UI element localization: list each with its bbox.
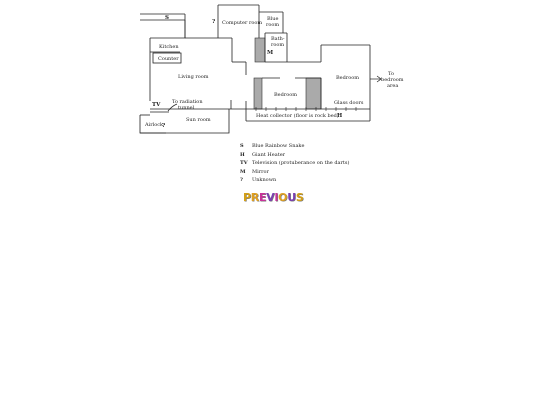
label-living-room: Living room: [178, 74, 209, 80]
label-blue-room-line1: Blue: [267, 16, 278, 22]
label-to-bedrooms-line2: bedroom: [381, 77, 404, 83]
bedroom-left-block: [253, 77, 263, 110]
marker-mirror: M: [267, 50, 273, 56]
legend-key: S: [240, 143, 244, 149]
legend-row-snake: S Blue Rainbow Snake: [240, 142, 349, 151]
label-sun-room: Sun room: [186, 117, 211, 123]
label-to-bedrooms-line3: area: [387, 83, 398, 89]
label-heat-collector: Heat collector (floor is rock bed): [256, 112, 339, 119]
marker-unknown-computer: ?: [212, 19, 215, 25]
label-bedroom-right: Bedroom: [336, 75, 359, 81]
label-airlock: Airlock: [144, 122, 164, 128]
previous-letter: I: [274, 191, 279, 204]
legend-row-unknown: ? Unknown: [240, 176, 349, 185]
previous-letter: R: [250, 191, 259, 204]
bathroom-wall-block: [254, 37, 266, 63]
legend-text: Unknown: [252, 177, 277, 183]
bedroom-right-block: [305, 77, 322, 110]
label-computer-room: Computer room: [222, 20, 262, 26]
legend-text: Television (protuberance on the darts): [252, 160, 350, 166]
label-blue-room-line2: room: [266, 22, 279, 28]
legend-key: M: [240, 168, 246, 175]
shaded-areas: [253, 37, 322, 110]
legend-row-mirror: M Mirror: [240, 168, 349, 177]
label-kitchen: Kitchen: [159, 44, 179, 50]
previous-button[interactable]: PREVIOUS: [243, 191, 304, 204]
legend: S Blue Rainbow Snake H Giant Heater TV T…: [240, 142, 349, 185]
label-bedroom-center: Bedroom: [274, 92, 297, 98]
label-bathroom-line1: Bath-: [271, 36, 285, 42]
label-to-bedrooms-line1: To: [388, 71, 394, 77]
previous-letter: P: [243, 191, 251, 204]
legend-row-tv: TV Television (protuberance on the darts…: [240, 159, 349, 168]
arrow-to-radiation-tunnel: [167, 103, 178, 112]
marker-snake: S: [165, 15, 169, 21]
legend-row-heater: H Giant Heater: [240, 151, 349, 160]
legend-key: ?: [240, 177, 243, 183]
label-glass-doors: Glass doors: [334, 100, 364, 106]
previous-letter: U: [287, 191, 296, 204]
arrows: [167, 75, 382, 112]
previous-letter: V: [266, 191, 275, 204]
legend-key: H: [240, 151, 245, 158]
previous-letter: O: [278, 191, 288, 204]
previous-letter: E: [258, 191, 267, 204]
previous-letter: S: [295, 191, 304, 204]
label-to-radiation-line1: To radiation: [172, 99, 203, 105]
label-to-radiation-line2: tunnel: [178, 105, 195, 111]
label-bathroom-line2: room: [271, 42, 284, 48]
marker-heater: H: [337, 113, 342, 119]
label-counter: Counter: [158, 56, 179, 62]
marker-tv: TV: [152, 102, 161, 108]
legend-text: Mirror: [252, 168, 269, 175]
legend-text: Giant Heater: [252, 151, 286, 158]
walls: [139, 4, 371, 134]
legend-text: Blue Rainbow Snake: [252, 143, 305, 149]
legend-key: TV: [240, 160, 248, 166]
marker-unknown-airlock: ?: [162, 123, 165, 129]
heat-collector-ticks: [255, 107, 357, 111]
